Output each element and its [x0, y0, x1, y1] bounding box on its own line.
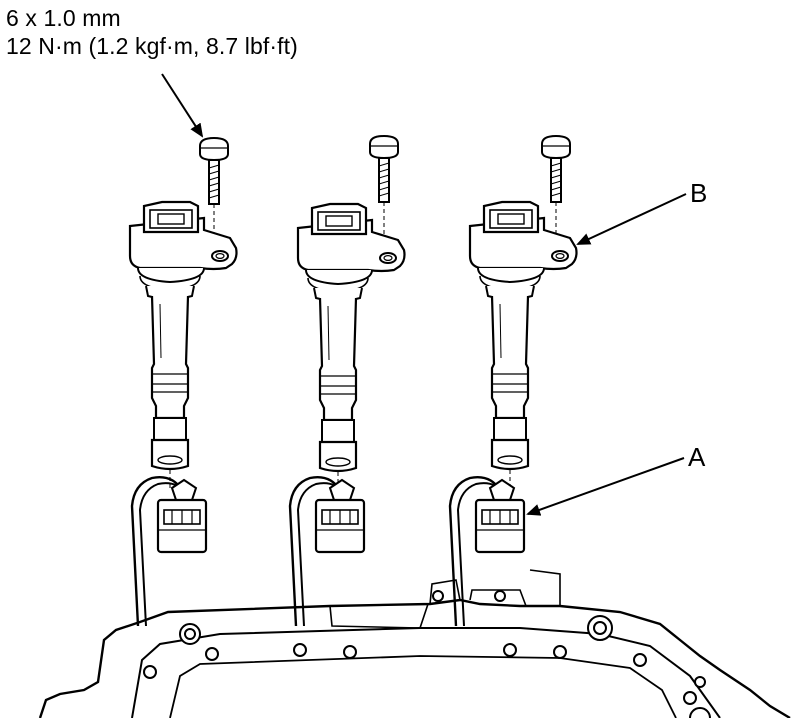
callout-label-b: B: [690, 178, 708, 208]
torque-leader-arrow: [161, 73, 204, 138]
ignition-coil-3: [468, 200, 578, 492]
callout-b-leader-arrow: [576, 193, 687, 245]
torque-value-label: 12 N·m (1.2 kgf·m, 8.7 lbf·ft): [6, 33, 298, 59]
bolt-size-label: 6 x 1.0 mm: [6, 5, 121, 31]
callout-label-a: A: [688, 442, 706, 472]
ignition-coil-1: [128, 200, 238, 492]
torque-spec: 6 x 1.0 mm 12 N·m (1.2 kgf·m, 8.7 lbf·ft…: [6, 4, 298, 60]
ignition-coil-2: [296, 202, 406, 494]
coil-connector-1: [130, 476, 208, 628]
coil-connector-2: [288, 476, 366, 628]
bolt-2: [369, 135, 399, 235]
cylinder-head-cover: [38, 569, 791, 718]
callout-a-leader-arrow: [526, 457, 685, 516]
bolt-3: [541, 135, 571, 235]
